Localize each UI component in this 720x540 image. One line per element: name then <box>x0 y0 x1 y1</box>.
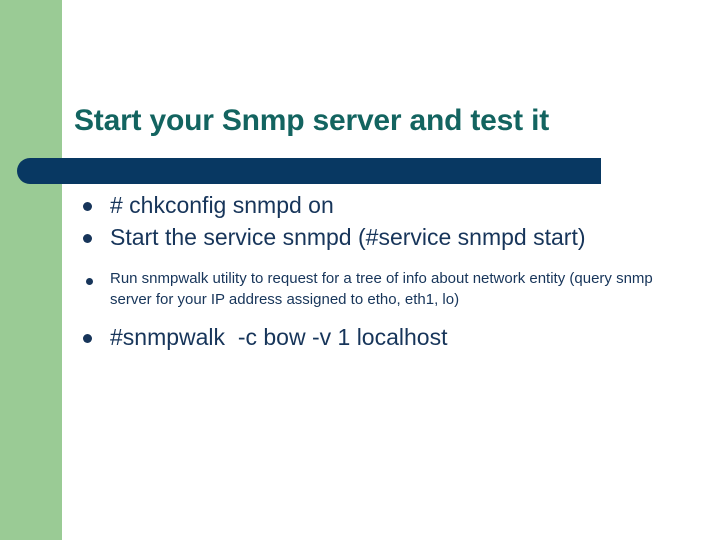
bullet-marker-icon <box>83 334 92 343</box>
bullet-marker-icon <box>86 278 93 285</box>
title-accent-bar <box>17 158 601 184</box>
list-item: # chkconfig snmpd on <box>62 190 702 221</box>
bullet-marker-icon <box>83 202 92 211</box>
list-item-label: Start the service snmpd (#service snmpd … <box>110 224 586 250</box>
list-item-label: # chkconfig snmpd on <box>110 192 334 218</box>
list-item-label: Run snmpwalk utility to request for a tr… <box>110 270 653 308</box>
list-item-label: #snmpwalk -c bow -v 1 localhost <box>110 324 448 350</box>
list-item: Start the service snmpd (#service snmpd … <box>62 222 702 253</box>
page-title: Start your Snmp server and test it <box>74 104 550 137</box>
list-item: Run snmpwalk utility to request for a tr… <box>62 268 702 310</box>
content-panel <box>62 58 720 540</box>
bullet-list: # chkconfig snmpd on Start the service s… <box>62 190 702 354</box>
list-item: #snmpwalk -c bow -v 1 localhost <box>62 322 702 353</box>
left-green-band <box>0 0 62 540</box>
bullet-marker-icon <box>83 234 92 243</box>
